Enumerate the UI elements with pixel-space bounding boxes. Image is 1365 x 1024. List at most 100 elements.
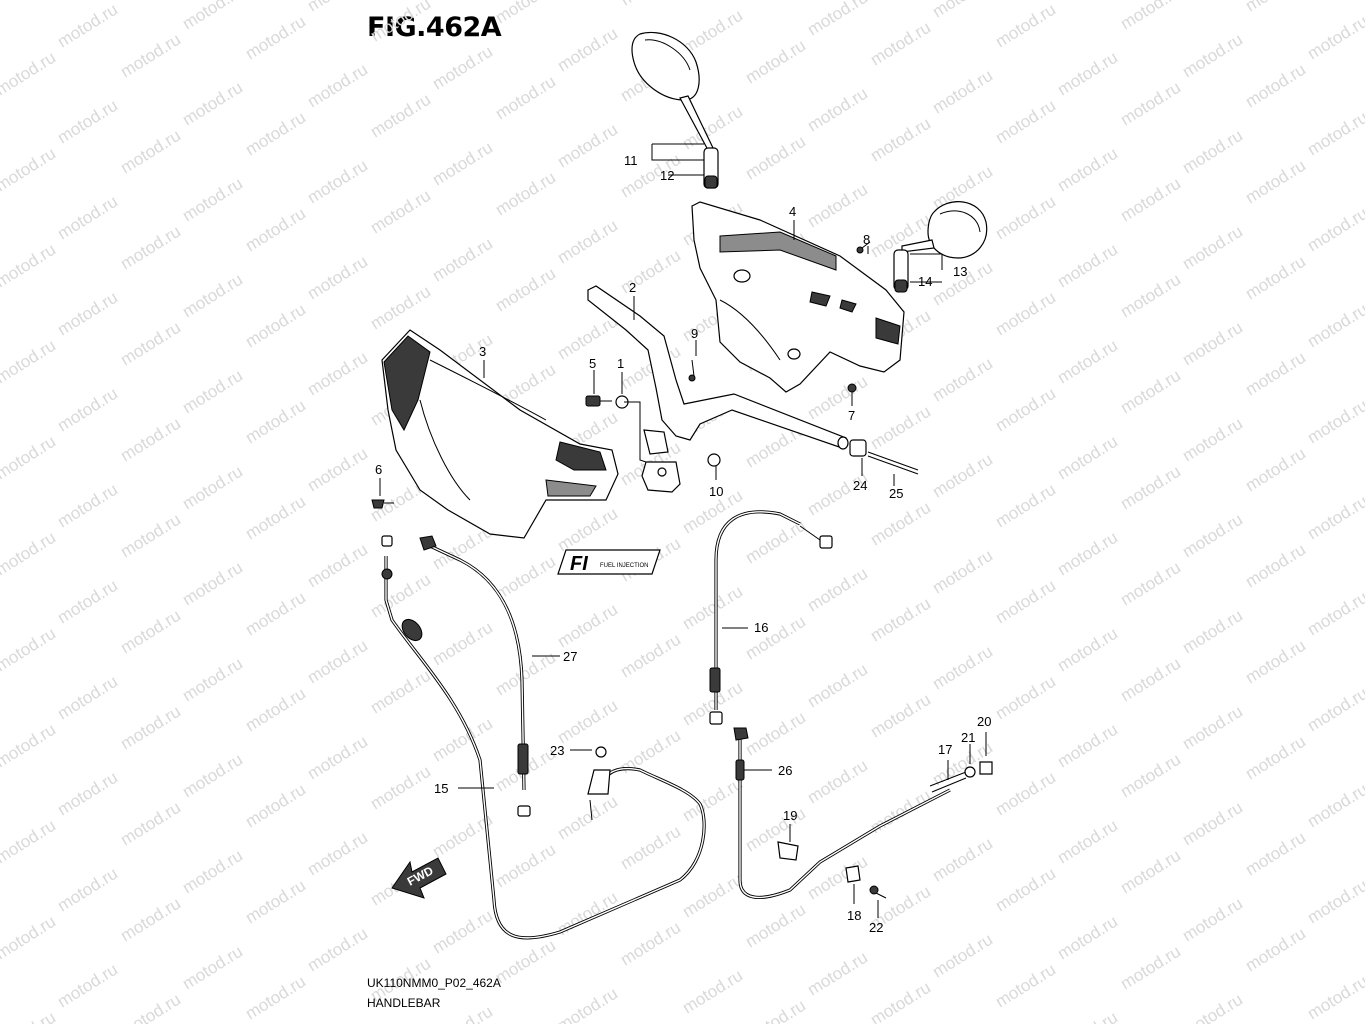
watermark: motod.ru	[1242, 348, 1309, 400]
watermark: motod.ru	[554, 120, 621, 172]
callout-8: 8	[863, 232, 870, 247]
watermark: motod.ru	[554, 792, 621, 844]
watermark: motod.ru	[0, 144, 59, 196]
watermark: motod.ru	[242, 684, 309, 736]
watermark: motod.ru	[117, 606, 184, 658]
watermark: motod.ru	[0, 624, 59, 676]
watermark: motod.ru	[992, 384, 1059, 436]
watermark: motod.ru	[367, 90, 434, 142]
watermark: motod.ru	[54, 864, 121, 916]
watermark: motod.ru	[429, 906, 496, 958]
drawing-code: UK110NMM0_P02_462A	[367, 976, 501, 990]
watermark: motod.ru	[1179, 894, 1246, 946]
watermark: motod.ru	[179, 366, 246, 418]
watermark: motod.ru	[1179, 510, 1246, 562]
watermark: motod.ru	[367, 282, 434, 334]
watermark: motod.ru	[429, 618, 496, 670]
watermark: motod.ru	[992, 192, 1059, 244]
watermark: motod.ru	[554, 312, 621, 364]
watermark: motod.ru	[1242, 636, 1309, 688]
watermark: motod.ru	[867, 402, 934, 454]
watermark: motod.ru	[1054, 816, 1121, 868]
watermark: motod.ru	[179, 462, 246, 514]
watermark: motod.ru	[0, 432, 59, 484]
callout-7: 7	[848, 408, 855, 423]
watermark: motod.ru	[867, 786, 934, 838]
callout-13: 13	[953, 264, 967, 279]
leader-lines	[379, 143, 987, 918]
watermark: motod.ru	[304, 924, 371, 976]
callout-24: 24	[853, 478, 867, 493]
watermark: motod.ru	[1304, 204, 1365, 256]
watermark: motod.ru	[367, 570, 434, 622]
callout-3: 3	[479, 344, 486, 359]
watermark: motod.ru	[492, 0, 559, 27]
watermark: motod.ru	[304, 60, 371, 112]
watermark: motod.ru	[742, 36, 809, 88]
watermark: motod.ru	[1242, 732, 1309, 784]
watermark: motod.ru	[1304, 108, 1365, 160]
watermark: motod.ru	[1304, 780, 1365, 832]
watermark: motod.ru	[179, 942, 246, 994]
watermark: motod.ru	[1117, 78, 1184, 130]
callout-14: 14	[918, 274, 932, 289]
callout-11: 11	[624, 153, 638, 168]
watermark: motod.ru	[242, 588, 309, 640]
badge-logo: FI	[570, 553, 588, 575]
watermark: motod.ru	[1117, 942, 1184, 994]
watermark: motod.ru	[367, 0, 434, 45]
watermark: motod.ru	[992, 96, 1059, 148]
watermark: motod.ru	[1117, 0, 1184, 33]
watermark: motod.ru	[1054, 336, 1121, 388]
watermark: motod.ru	[0, 816, 59, 868]
watermark: motod.ru	[179, 270, 246, 322]
watermark: motod.ru	[992, 288, 1059, 340]
watermark: motod.ru	[804, 468, 871, 520]
watermark: motod.ru	[1117, 366, 1184, 418]
watermark: motod.ru	[179, 750, 246, 802]
watermark: motod.ru	[117, 30, 184, 82]
watermark: motod.ru	[304, 732, 371, 784]
watermark: motod.ru	[679, 966, 746, 1018]
watermark: motod.ru	[992, 480, 1059, 532]
watermark: motod.ru	[54, 384, 121, 436]
watermark: motod.ru	[492, 936, 559, 988]
watermark: motod.ru	[0, 336, 59, 388]
watermark: motod.ru	[992, 672, 1059, 724]
watermark: motod.ru	[367, 186, 434, 238]
watermark: motod.ru	[742, 804, 809, 856]
watermark: motod.ru	[492, 264, 559, 316]
watermark: motod.ru	[1179, 222, 1246, 274]
watermark: motod.ru	[0, 912, 59, 964]
watermark: motod.ru	[929, 66, 996, 118]
watermark: motod.ru	[304, 540, 371, 592]
watermark: motod.ru	[742, 612, 809, 664]
callout-20: 20	[977, 714, 991, 729]
watermark: motod.ru	[242, 492, 309, 544]
watermark: motod.ru	[179, 558, 246, 610]
watermark: motod.ru	[929, 546, 996, 598]
watermark: motod.ru	[992, 864, 1059, 916]
watermark: motod.ru	[179, 78, 246, 130]
callout-18: 18	[847, 908, 861, 923]
callout-5: 5	[589, 356, 596, 371]
watermark: motod.ru	[1054, 624, 1121, 676]
watermark: motod.ru	[1117, 846, 1184, 898]
watermark: motod.ru	[1117, 462, 1184, 514]
callout-17: 17	[938, 742, 952, 757]
watermark: motod.ru	[617, 822, 684, 874]
watermark: motod.ru	[304, 156, 371, 208]
watermark: motod.ru	[367, 762, 434, 814]
watermark: motod.ru	[1304, 876, 1365, 928]
watermark: motod.ru	[54, 288, 121, 340]
right-mirror	[893, 201, 988, 293]
watermark: motod.ru	[929, 930, 996, 982]
watermark: motod.ru	[867, 978, 934, 1024]
watermark: motod.ru	[1304, 972, 1365, 1024]
watermark: motod.ru	[804, 84, 871, 136]
watermark: motod.ru	[117, 990, 184, 1024]
callout-21: 21	[961, 730, 975, 745]
watermark: motod.ru	[1179, 798, 1246, 850]
watermark: motod.ru	[0, 528, 59, 580]
